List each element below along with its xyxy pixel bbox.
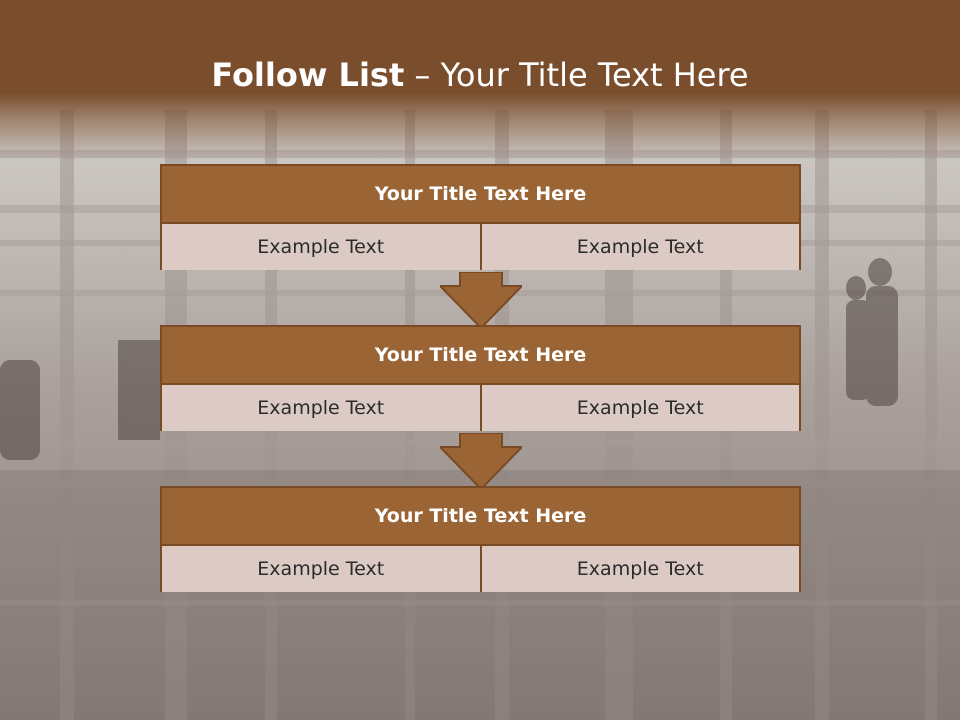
block-cell-right: Example Text <box>479 385 799 431</box>
block-cells: Example Text Example Text <box>162 546 799 592</box>
block-cells: Example Text Example Text <box>162 224 799 270</box>
header-band <box>0 0 960 160</box>
list-block-2: Your Title Text Here Example Text Exampl… <box>160 325 801 431</box>
block-cell-left: Example Text <box>162 385 480 431</box>
block-title: Your Title Text Here <box>162 166 799 224</box>
down-arrow-icon <box>440 272 522 328</box>
slide-title-rest: – Your Title Text Here <box>414 56 749 94</box>
block-cells: Example Text Example Text <box>162 385 799 431</box>
list-block-1: Your Title Text Here Example Text Exampl… <box>160 164 801 270</box>
block-cell-right: Example Text <box>479 546 799 592</box>
slide-title: Follow List – Your Title Text Here <box>0 52 960 98</box>
slide-title-bold: Follow List <box>211 56 405 94</box>
block-title: Your Title Text Here <box>162 488 799 546</box>
list-block-3: Your Title Text Here Example Text Exampl… <box>160 486 801 592</box>
block-cell-left: Example Text <box>162 224 480 270</box>
down-arrow-icon <box>440 433 522 489</box>
block-cell-right: Example Text <box>479 224 799 270</box>
block-title: Your Title Text Here <box>162 327 799 385</box>
block-cell-left: Example Text <box>162 546 480 592</box>
